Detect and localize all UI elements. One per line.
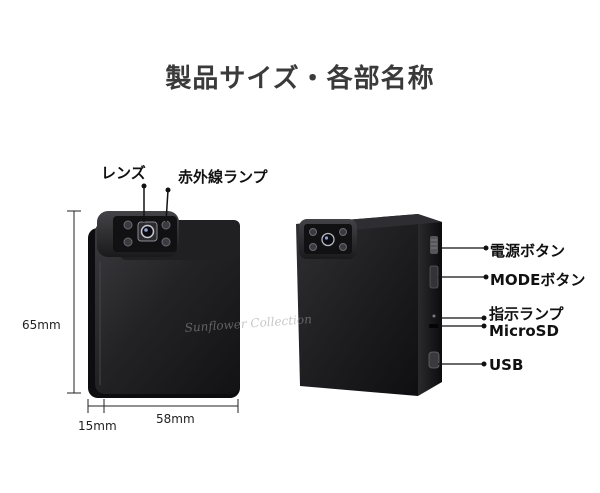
usb-label: USB <box>489 356 524 374</box>
microsd-label: MicroSD <box>489 322 559 340</box>
width-dimension-label: 58mm <box>156 412 195 426</box>
usb-marker <box>481 361 487 367</box>
ir-lamp-label: 赤外線ランプ <box>178 168 268 186</box>
height-dimension-line <box>67 210 81 394</box>
ir-lamp-callout <box>165 187 171 223</box>
lens-callout <box>141 183 147 222</box>
camera-side-view <box>296 214 442 396</box>
depth-dimension-line <box>87 399 105 413</box>
right-callout-lines <box>438 247 486 365</box>
height-dimension-label: 65mm <box>22 318 61 332</box>
page-title: 製品サイズ・各部名称 <box>165 64 435 94</box>
lens-label: レンズ <box>101 164 146 182</box>
power-button-label: 電源ボタン <box>490 242 566 260</box>
depth-dimension-label: 15mm <box>78 419 117 433</box>
indicator-lamp-marker <box>481 315 487 321</box>
camera-front-view <box>88 211 240 398</box>
indicator-lamp-label: 指示ランプ <box>489 305 564 323</box>
width-dimension-line <box>104 399 239 413</box>
power-button-marker <box>483 245 489 251</box>
mode-button-marker <box>483 274 489 280</box>
microsd-marker <box>481 323 487 329</box>
mode-button-label: MODEボタン <box>490 271 586 289</box>
